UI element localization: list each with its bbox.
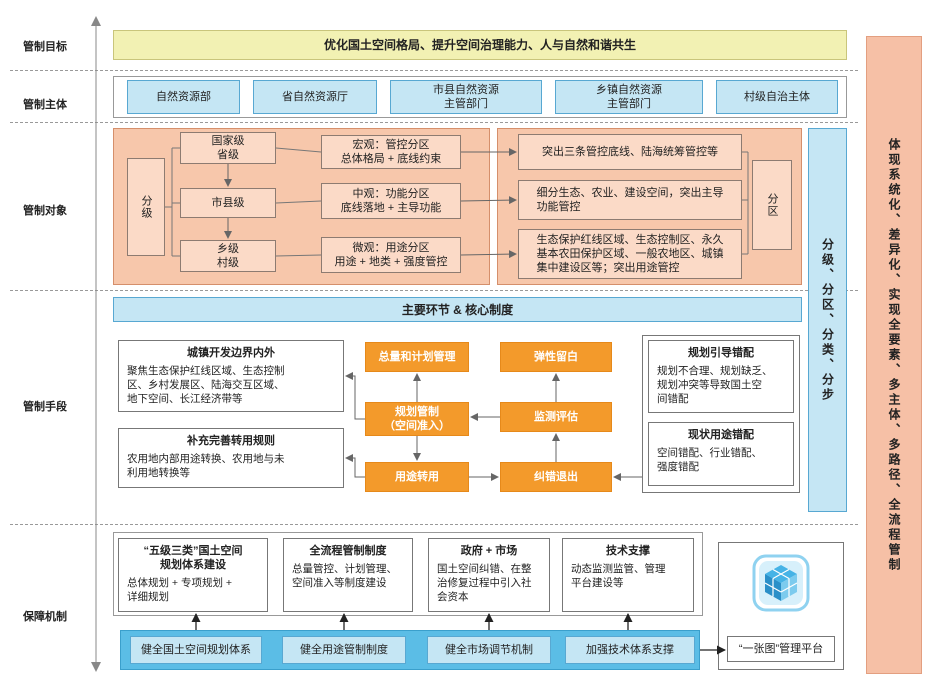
panel-body: 聚焦生态保护红线区域、生态控制 区、乡村发展区、陆海交互区域、 地下空间、长江经… xyxy=(127,365,285,405)
separator xyxy=(10,70,858,71)
axis-arrow-down-icon xyxy=(91,662,101,672)
platform-label: “一张图”管理平台 xyxy=(727,636,835,662)
separator xyxy=(10,290,858,291)
fenji-box: 分级 xyxy=(127,158,165,256)
panel-title: 全流程管制制度 xyxy=(309,545,387,557)
level-township-village: 乡级 村级 xyxy=(180,240,276,272)
arrow-to-left-panel xyxy=(345,454,365,478)
panel-body: 动态监测监管、管理 平台建设等 xyxy=(571,563,666,589)
panel-planning-system: “五级三类”国土空间 规划体系建设 总体规划 + 专项规划 + 详细规划 xyxy=(118,538,268,612)
subject-ministry: 自然资源部 xyxy=(127,80,240,114)
row-label-guarantee: 保障机制 xyxy=(23,611,67,623)
separator xyxy=(10,122,858,123)
level-national-provincial: 国家级 省级 xyxy=(180,132,276,164)
panel-conversion-rules: 补充完善转用规则 农用地内部用途转换、农用地与未 利用地转换等 xyxy=(118,428,344,488)
panel-body: 规划不合理、规划缺乏、 规划冲突等导致国土空 间错配 xyxy=(657,365,773,405)
detail-macro: 突出三条管控底线、陆海统筹管控等 xyxy=(518,134,742,170)
node-planning-control: 规划管制 （空间准入） xyxy=(365,402,469,436)
node-use-conversion: 用途转用 xyxy=(365,462,469,492)
separator xyxy=(10,524,858,525)
subject-village: 村级自治主体 xyxy=(716,80,838,114)
fenqu-box: 分区 xyxy=(752,160,792,250)
panel-body: 空间错配、行业错配、 强度错配 xyxy=(657,447,762,473)
cube-logo-icon xyxy=(752,554,810,612)
side-summary-bar: 体现系统化、差异化、实现全要素、多主体、多路径、全流程管制 xyxy=(866,36,922,674)
subject-township: 乡镇自然资源 主管部门 xyxy=(555,80,703,114)
panel-body: 总体规划 + 专项规划 + 详细规划 xyxy=(127,577,233,603)
zone-micro: 微观：用途分区 用途 + 地类 + 强度管控 xyxy=(321,237,461,273)
level-city-county: 市县级 xyxy=(180,188,276,218)
node-flexible-reserve: 弹性留白 xyxy=(500,342,612,372)
side-strategy-box: 分级、分区、分类、分步 xyxy=(808,128,847,512)
panel-title: 城镇开发边界内外 xyxy=(187,347,275,359)
panel-government-market: 政府 + 市场 国土空间纠错、在整 治修复过程中引入社 会资本 xyxy=(428,538,550,612)
node-total-planning: 总量和计划管理 xyxy=(365,342,469,372)
panel-tech-support: 技术支撑 动态监测监管、管理 平台建设等 xyxy=(562,538,694,612)
arrow-to-left-panel xyxy=(345,372,365,420)
row-label-goal: 管制目标 xyxy=(23,41,67,53)
panel-title: 补充完善转用规则 xyxy=(187,435,275,447)
zone-meso: 中观：功能分区 底线落地 + 主导功能 xyxy=(321,183,461,219)
axis-arrow-up-icon xyxy=(91,16,101,26)
panel-title: 规划引导错配 xyxy=(688,347,754,359)
row-label-means: 管制手段 xyxy=(23,401,67,413)
goal-box: 优化国土空间格局、提升空间治理能力、人与自然和谐共生 xyxy=(113,30,847,60)
detail-micro: 生态保护红线区域、生态控制区、永久 基本农田保护区域、一般农地区、城镇 集中建设… xyxy=(518,229,742,279)
panel-usage-mismatch: 现状用途错配 空间错配、行业错配、 强度错配 xyxy=(648,422,794,486)
row-label-subject: 管制主体 xyxy=(23,99,67,111)
means-header: 主要环节 & 核心制度 xyxy=(113,297,802,322)
panel-body: 总量管控、计划管理、 空间准入等制度建设 xyxy=(292,563,397,589)
panel-title: 政府 + 市场 xyxy=(460,545,518,557)
panel-body: 农用地内部用途转换、农用地与未 利用地转换等 xyxy=(127,453,285,479)
panel-title: 技术支撑 xyxy=(606,545,650,557)
subject-province: 省自然资源厅 xyxy=(253,80,377,114)
panel-title: “五级三类”国土空间 规划体系建设 xyxy=(143,545,243,571)
panel-urban-boundary: 城镇开发边界内外 聚焦生态保护红线区域、生态控制 区、乡村发展区、陆海交互区域、… xyxy=(118,340,344,412)
box-tech-system: 加强技术体系支撑 xyxy=(565,636,695,664)
node-correction-exit: 纠错退出 xyxy=(500,462,612,492)
node-monitoring: 监测评估 xyxy=(500,402,612,432)
box-use-control: 健全用途管制制度 xyxy=(282,636,406,664)
subject-city-county: 市县自然资源 主管部门 xyxy=(390,80,542,114)
panel-planning-mismatch: 规划引导错配 规划不合理、规划缺乏、 规划冲突等导致国土空 间错配 xyxy=(648,340,794,413)
row-label-object: 管制对象 xyxy=(23,205,67,217)
panel-body: 国土空间纠错、在整 治修复过程中引入社 会资本 xyxy=(437,563,532,603)
panel-full-process: 全流程管制制度 总量管控、计划管理、 空间准入等制度建设 xyxy=(283,538,413,612)
detail-meso: 细分生态、农业、建设空间，突出主导 功能管控 xyxy=(518,180,742,220)
box-market-mechanism: 健全市场调节机制 xyxy=(427,636,551,664)
zone-macro: 宏观：管控分区 总体格局 + 底线约束 xyxy=(321,135,461,169)
panel-title: 现状用途错配 xyxy=(688,429,754,441)
box-planning-system: 健全国土空间规划体系 xyxy=(130,636,262,664)
